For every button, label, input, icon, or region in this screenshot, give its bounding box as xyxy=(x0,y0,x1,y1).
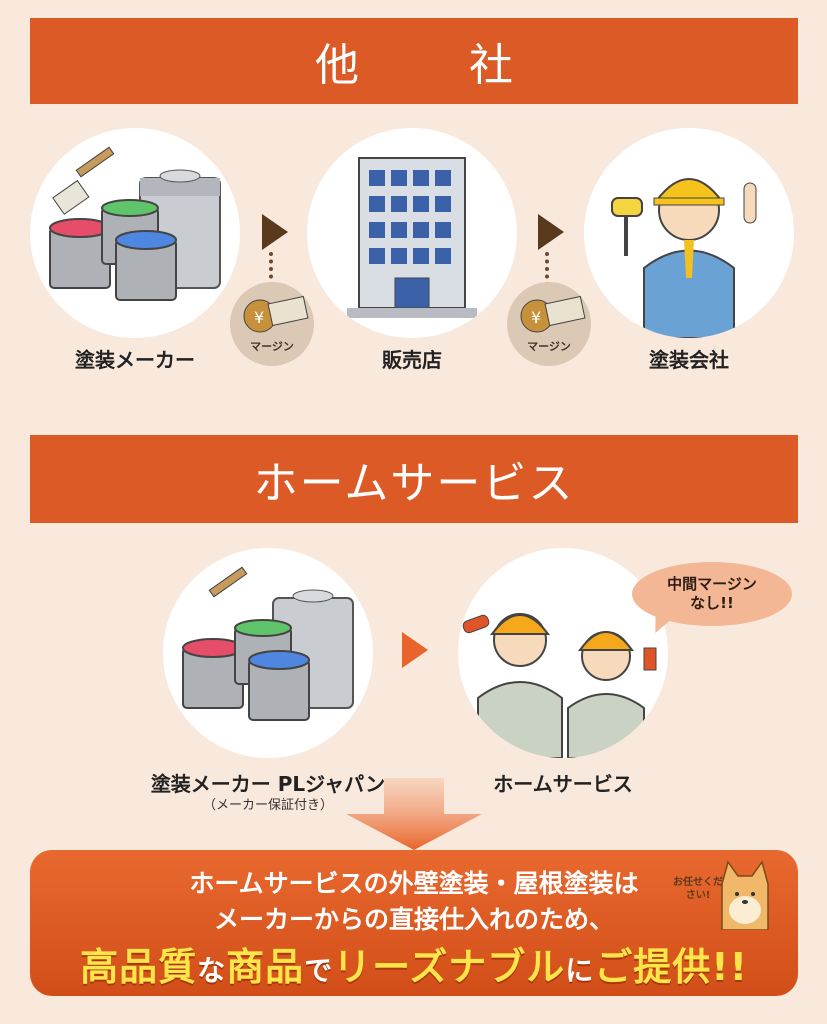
paint-cans-icon-pl-japan xyxy=(163,548,373,758)
node-label-maker: 塗装メーカー xyxy=(75,348,195,372)
margin-label-2: マージン xyxy=(527,340,571,353)
svg-text:¥: ¥ xyxy=(254,308,264,327)
conclusion-line-3: 高品質な商品でリーズナブルにご提供!! xyxy=(30,936,798,991)
maker-pl-japan-label: 塗装メーカー PLジャパン xyxy=(150,772,386,796)
phrase-high-quality: 高品質 xyxy=(80,945,198,989)
conclusion-box: ホームサービスの外壁塗装・屋根塗装は メーカーからの直接仕入れのため、 高品質な… xyxy=(30,850,798,996)
flow-arrow-direct xyxy=(402,632,428,668)
conclusion-line-2: メーカーからの直接仕入れのため、 xyxy=(213,905,614,934)
dotted-line-2 xyxy=(545,252,549,286)
bubble-line-2: なし!! xyxy=(690,594,734,612)
paint-cans-icon xyxy=(30,128,240,338)
maker-warranty-sublabel: （メーカー保証付き） xyxy=(202,798,333,813)
phrase-product: 商品 xyxy=(226,945,305,989)
svg-text:¥: ¥ xyxy=(531,308,541,327)
painter-worker-icon xyxy=(584,128,794,338)
node-label-painting-company: 塗装会社 xyxy=(649,348,729,372)
dog-mascot-icon: お任せください! xyxy=(672,856,790,931)
office-building-icon xyxy=(307,128,517,338)
home-service-label: ホームサービス xyxy=(493,772,633,796)
two-painters-icon xyxy=(458,548,668,758)
phrase-provide: ご提供!! xyxy=(594,945,748,989)
flow-arrow-1 xyxy=(262,214,288,250)
node-label-retailer: 販売店 xyxy=(382,348,442,372)
margin-money-icon-1: ¥ マージン xyxy=(230,282,314,366)
banner-home-service: ホームサービス xyxy=(30,435,798,523)
down-arrow-icon xyxy=(346,778,482,850)
no-margin-speech-bubble: 中間マージン なし!! xyxy=(632,562,792,626)
phrase-reasonable: リーズナブル xyxy=(333,945,566,989)
margin-money-icon-2: ¥ マージン xyxy=(507,282,591,366)
banner-title-other: 他社 xyxy=(315,40,623,91)
margin-label-1: マージン xyxy=(250,340,294,353)
banner-title-home-service: ホームサービス xyxy=(253,458,575,509)
phrase-de: で xyxy=(304,954,334,987)
conclusion-line-1: ホームサービスの外壁塗装・屋根塗装は xyxy=(189,869,639,898)
banner-other-companies: 他社 xyxy=(30,18,798,104)
flow-arrow-2 xyxy=(538,214,564,250)
bubble-line-1: 中間マージン xyxy=(667,575,757,594)
phrase-na: な xyxy=(197,954,227,987)
mascot-speech: お任せください! xyxy=(673,877,723,901)
phrase-ni: に xyxy=(565,954,595,987)
dotted-line-1 xyxy=(269,252,273,286)
